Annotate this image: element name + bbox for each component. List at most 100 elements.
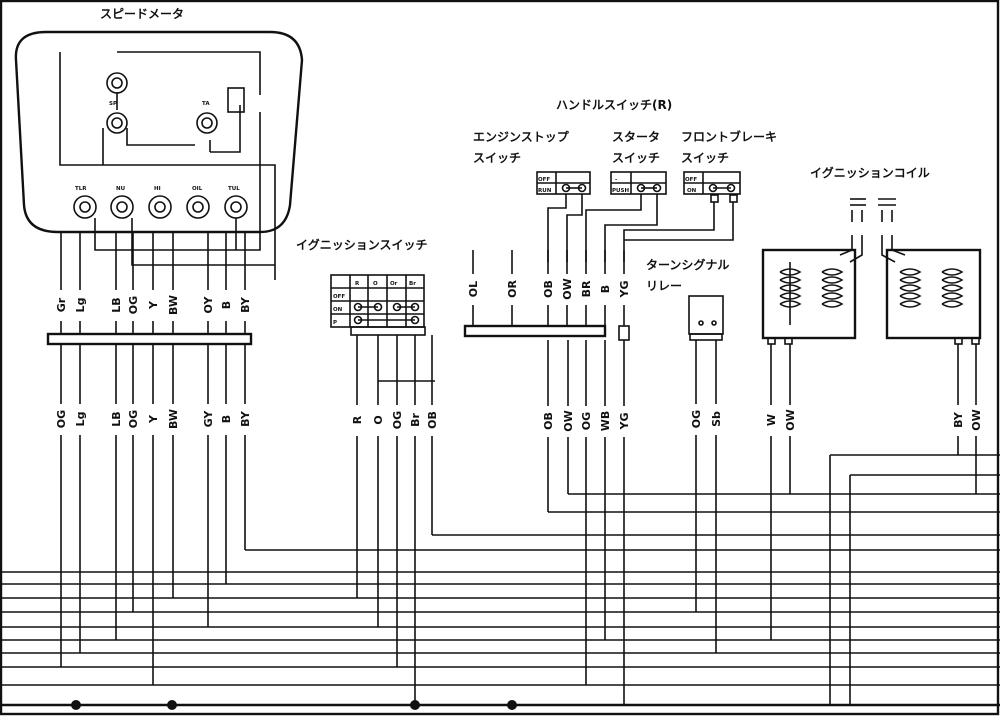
meter-wire-bottom-label: BW — [167, 409, 180, 429]
meter-wire-top-label: Gr — [55, 297, 68, 312]
lamp-label-hi: HI — [154, 186, 161, 192]
ta-connector — [227, 87, 245, 113]
meter-wire-bottom-label: B — [220, 415, 233, 423]
coil-wire-label: W — [765, 414, 778, 426]
engine-stop-switch: OFF RUN — [536, 171, 591, 195]
ta-gauge: TA — [196, 87, 245, 134]
starter-label: スタータ — [612, 130, 660, 144]
ignition-coil-label: イグニッションコイル — [810, 165, 930, 180]
lamp-oil — [186, 195, 210, 219]
lamp-nu — [110, 195, 134, 219]
relay-wire-label: OG — [690, 410, 703, 428]
ign-col-or: Or — [390, 281, 398, 287]
meter-connector — [46, 332, 253, 346]
speedometer: スピードメータ SP TA TLR NU HI OIL TUL — [14, 7, 304, 280]
engine-stop-label-2: スイッチ — [473, 151, 521, 165]
handle-wire-bottom-label: OW — [562, 410, 575, 431]
ign-wire-label: R — [351, 415, 364, 424]
ta-label: TA — [202, 101, 210, 107]
starter-row-neutral: - — [615, 177, 617, 183]
engine-stop-off: OFF — [538, 177, 550, 183]
handle-wire-top-label: OB — [542, 280, 555, 298]
front-brake-label: フロントブレーキ — [681, 129, 777, 144]
relay-wires: OG Sb — [690, 340, 723, 653]
starter-label-2: スイッチ — [612, 151, 660, 165]
yg-inline-connector — [618, 325, 630, 341]
meter-wire-top-label: BY — [239, 296, 252, 313]
meter-wire-top-label: B — [220, 301, 233, 309]
handle-switch-label: ハンドルスイッチ(R) — [556, 98, 672, 112]
junction-dot — [507, 700, 517, 710]
handle-connector — [463, 324, 607, 338]
lamp-label-nu: NU — [116, 186, 125, 192]
handle-wire-top-label: OR — [506, 280, 519, 298]
handle-wire-bottom-label: WB — [599, 411, 612, 432]
speedometer-label: スピードメータ — [100, 7, 184, 21]
coil-2 — [885, 248, 982, 345]
spark-plug-leads — [839, 198, 906, 263]
ign-wire-label: Br — [409, 413, 422, 427]
junction-dot — [167, 700, 177, 710]
indicator-lamps: TLR NU HI OIL TUL — [73, 186, 248, 219]
lamp-tlr — [73, 195, 97, 219]
starter-row-push: PUSH — [612, 188, 629, 194]
relay-wire-label: Sb — [710, 411, 723, 427]
ign-row-p: P — [333, 320, 337, 326]
handle-switch-r: ハンドルスイッチ(R) エンジンストップ スイッチ スタータ スイッチ フロント… — [463, 98, 777, 341]
coil-wire-label: OW — [970, 409, 983, 430]
ign-row-on: ON — [333, 307, 343, 313]
meter-wire-bottom-label: GY — [202, 410, 215, 428]
meter-wire-bottom-label: OG — [127, 410, 140, 428]
meter-wire-bottom-label: BY — [239, 410, 252, 427]
handle-wire-bottom-label: OB — [542, 412, 555, 430]
brake-row-off: OFF — [685, 177, 697, 183]
lamp-label-tul: TUL — [228, 186, 240, 192]
junction-dot — [71, 700, 81, 710]
lamp-label-oil: OIL — [192, 186, 203, 192]
speedometer-housing — [14, 30, 304, 234]
ign-col-o: O — [373, 281, 378, 287]
meter-wire-top-label: Y — [147, 300, 160, 310]
meter-wire-bottom-label: OG — [55, 410, 68, 428]
handle-wire-top-label: BR — [580, 280, 593, 297]
brake-row-on: ON — [687, 188, 697, 194]
meter-ground-wire — [59, 52, 276, 280]
handle-wire-top-label: OL — [467, 281, 480, 297]
lamp-hi — [148, 195, 172, 219]
handle-wire-top-label: YG — [618, 281, 631, 299]
ign-wire-label: OG — [391, 411, 404, 429]
ignition-coil: イグニッションコイル — [761, 165, 982, 345]
lamp-tul — [224, 195, 248, 219]
ignition-switch: イグニッションスイッチ R O Or Br OFF ON P — [296, 237, 428, 336]
main-harness — [0, 380, 1000, 710]
ign-col-r: R — [355, 281, 360, 287]
meter-wire-top-label: Lg — [74, 298, 87, 313]
sp-label: SP — [109, 101, 117, 107]
meter-wire-top-label: BW — [167, 295, 180, 315]
relay-body — [688, 295, 724, 335]
meter-wire-top-label: OG — [127, 296, 140, 314]
handle-wire-top-label: B — [599, 285, 612, 293]
meter-wire-bottom-label: LB — [110, 411, 123, 426]
turn-signal-label-2: リレー — [646, 279, 682, 293]
ign-wire-label: OB — [426, 411, 439, 429]
turn-signal-relay: ターンシグナル リレー — [646, 257, 729, 341]
meter-wire-top-label: OY — [202, 296, 215, 314]
junction-dot — [410, 700, 420, 710]
engine-stop-run: RUN — [538, 188, 552, 194]
meter-wire-bottom-label: Lg — [74, 412, 87, 427]
lamp-label-tlr: TLR — [75, 186, 87, 192]
handle-wire-top-label: OW — [561, 278, 574, 299]
meter-wire-top-label: LB — [110, 297, 123, 312]
turn-signal-label: ターンシグナル — [646, 257, 729, 272]
front-brake-switch: OFF ON — [683, 171, 741, 203]
meter-wire-bottom-label: Y — [147, 414, 160, 424]
coil-wire-label: BY — [952, 411, 965, 428]
meter-top-wire — [117, 51, 261, 95]
